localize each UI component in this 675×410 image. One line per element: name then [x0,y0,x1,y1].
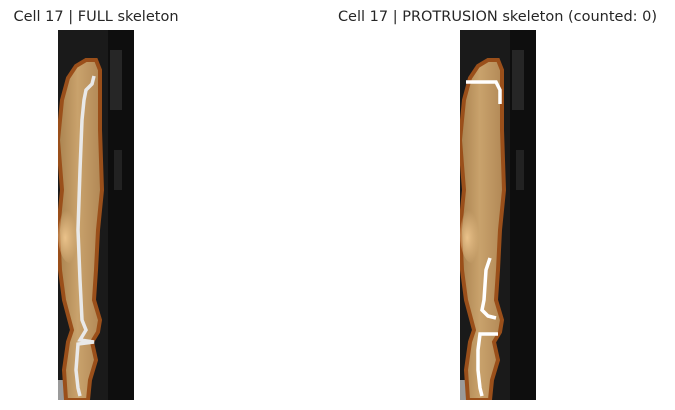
background-patch [516,150,524,190]
background-patch [110,50,122,110]
protrusion-skeleton-middle [480,257,497,320]
full-skeleton-canvas [58,30,134,400]
full-skeleton-image [58,30,134,400]
background-patch [512,50,524,110]
right-panel-title: Cell 17 | PROTRUSION skeleton (counted: … [337,9,658,25]
left-panel-title: Cell 17 | FULL skeleton [13,9,179,25]
protrusion-skeleton-image [460,30,536,400]
protrusion-skeleton-canvas [460,30,536,400]
cell-highlight [460,207,484,263]
protrusion-skeleton-bottom [476,332,498,397]
cell-highlight [58,207,82,263]
protrusion-skeleton-top [466,80,502,104]
full-skeleton-line [74,75,96,397]
background-patch [114,150,122,190]
